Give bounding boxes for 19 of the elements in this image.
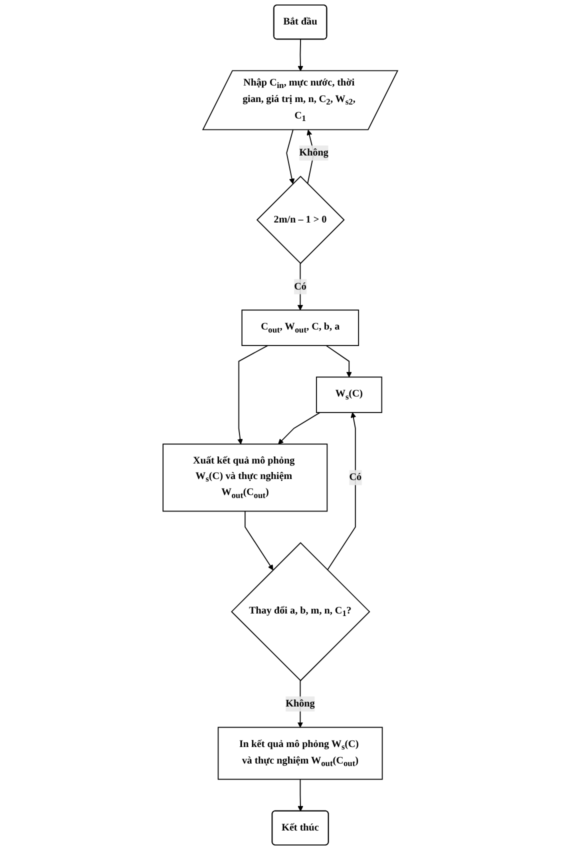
arrow [326, 345, 352, 378]
arrow [238, 345, 268, 444]
arrow [298, 38, 304, 72]
node-diamond: 2m/n – 1 > 0 [256, 176, 345, 264]
arrow [298, 778, 304, 812]
node-box: W$_{s}$(C) [316, 376, 382, 413]
arrow [286, 130, 295, 184]
arrow [298, 262, 304, 310]
arrow [327, 412, 356, 570]
node-box: In kết quả mô phỏng W$_{s}$(C) và thực nghiệm W$_{out}$(C$_{out}$) [218, 726, 383, 780]
edge-label: Có [349, 472, 362, 483]
edge-label: Có [294, 281, 307, 292]
node-box: Xuất kết quả mô phỏng W$_{s}$(C) và thực nghiệm W$_{out}$(C$_{out}$) [162, 444, 328, 512]
edge-label: Không [299, 147, 329, 158]
node-box: C$_{out}$, W$_{out}$, C, b, a [242, 310, 360, 346]
arrow [278, 412, 321, 444]
arrow [244, 510, 274, 570]
node-diamond: Thay đổi a, b, m, n, C$_{1}$? [231, 542, 370, 682]
edge-label: Không [286, 698, 316, 710]
